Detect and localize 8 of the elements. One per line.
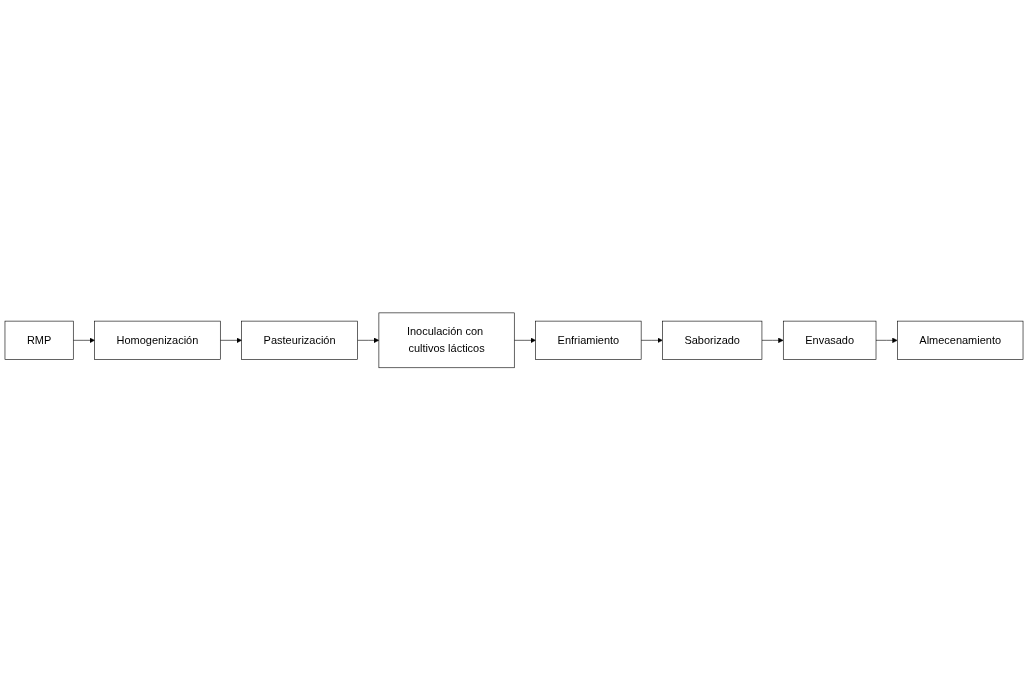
node-box: Pasteurización (241, 320, 358, 360)
node-box: Enfriamiento (535, 320, 642, 360)
node-box: RMP (4, 320, 74, 360)
node-box: Envasado (782, 320, 877, 360)
node-box: Homogenización (94, 320, 221, 360)
node-box: Almecenamiento (897, 320, 1024, 360)
node-box: Saborizado (662, 320, 763, 360)
node-box: Inoculación con cultivos lácticos (378, 312, 515, 368)
